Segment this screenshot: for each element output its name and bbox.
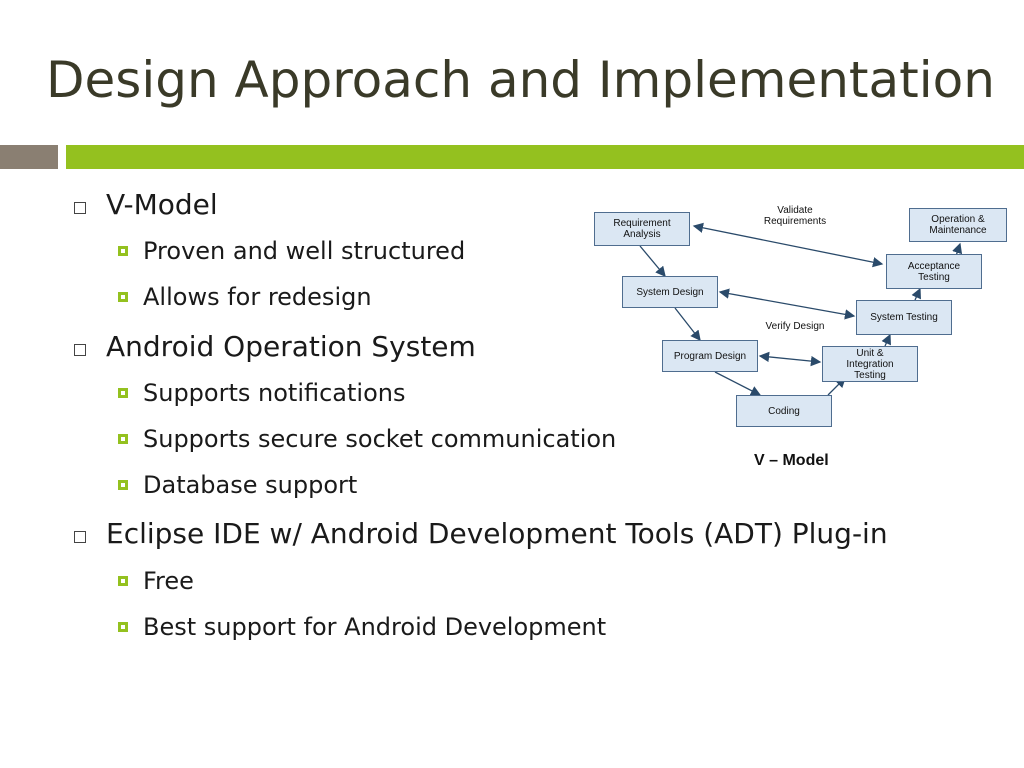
bullet-android: Android Operation System: [106, 330, 476, 363]
diagram-connectors: [639, 222, 963, 396]
node-operation-maintenance: Operation & Maintenance: [909, 208, 1007, 242]
node-unit-integration-testing: Unit & Integration Testing: [822, 346, 918, 382]
bullet-eclipse: Eclipse IDE w/ Android Development Tools…: [106, 517, 888, 550]
node-coding: Coding: [736, 395, 832, 427]
arrow-validate-requirements: [692, 222, 884, 268]
sub-bullet-icon: [118, 434, 128, 444]
sub-bullet-free: Free: [143, 567, 194, 595]
bullet-square-icon: [74, 531, 86, 543]
label-validate-requirements: Validate Requirements: [763, 205, 827, 227]
sub-bullet-notifications: Supports notifications: [143, 379, 406, 407]
arrow-sys-to-prog: [674, 307, 701, 342]
sub-bullet-icon: [118, 292, 128, 302]
sub-bullet-icon: [118, 388, 128, 398]
bullet-v-model: V-Model: [106, 188, 218, 221]
diagram-caption: V – Model: [754, 452, 829, 469]
title-divider-grey: [0, 145, 58, 169]
arrow-system-to-acceptance: [911, 287, 921, 301]
sub-bullet-icon: [118, 622, 128, 632]
arrow-verify-design: [718, 288, 856, 320]
sub-bullet-database: Database support: [143, 471, 358, 499]
sub-bullet-icon: [118, 480, 128, 490]
bullet-square-icon: [74, 202, 86, 214]
node-system-design: System Design: [622, 276, 718, 308]
arrow-req-to-sys: [639, 245, 666, 277]
arrow-unit-to-system: [881, 333, 891, 347]
bullet-square-icon: [74, 344, 86, 356]
node-acceptance-testing: Acceptance Testing: [886, 254, 982, 289]
sub-bullet-best-support: Best support for Android Development: [143, 613, 607, 641]
v-model-diagram: Requirement Analysis System Design Progr…: [590, 200, 1010, 480]
node-system-testing: System Testing: [856, 300, 952, 335]
node-requirement-analysis: Requirement Analysis: [594, 212, 690, 246]
slide-title: Design Approach and Implementation: [46, 51, 995, 109]
sub-bullet-proven: Proven and well structured: [143, 237, 466, 265]
title-divider-green: [66, 145, 1024, 169]
sub-bullet-icon: [118, 246, 128, 256]
arrow-prog-to-coding: [714, 371, 762, 396]
arrow-program-unit: [758, 351, 822, 367]
sub-bullet-socket: Supports secure socket communication: [143, 425, 617, 453]
node-program-design: Program Design: [662, 340, 758, 372]
sub-bullet-redesign: Allows for redesign: [143, 283, 372, 311]
sub-bullet-icon: [118, 576, 128, 586]
label-verify-design: Verify Design: [765, 321, 825, 332]
